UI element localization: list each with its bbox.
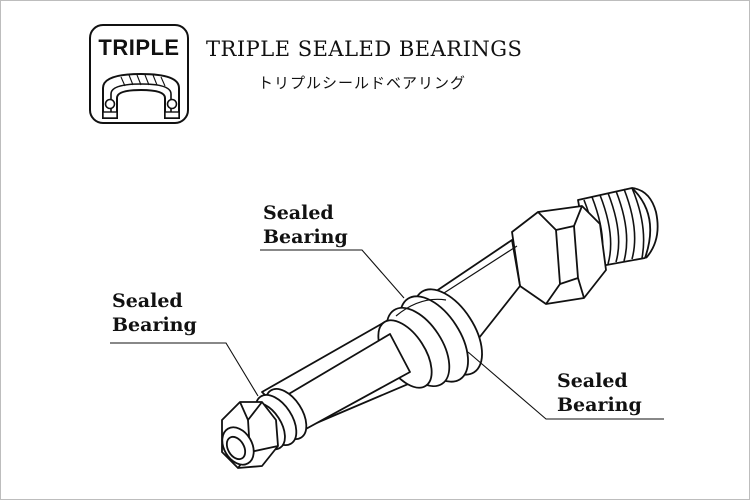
leader-line-left [110,342,259,397]
callout-right: Sealed Bearing [557,369,642,417]
page-title: TRIPLE SEALED BEARINGS [206,37,523,61]
triple-badge: TRIPLE [89,24,189,124]
callout-left-line2: Bearing [112,314,197,336]
badge-label: TRIPLE [98,35,180,60]
hex-nut [511,205,607,305]
callout-left: Sealed Bearing [112,289,197,337]
end-nut [221,401,279,469]
callout-top-line2: Bearing [263,226,348,248]
callout-right-line1: Sealed [557,370,628,392]
leader-line-top [260,249,405,299]
callout-right-line2: Bearing [557,394,642,416]
middle-bearing [377,288,483,389]
leader-line-right [467,351,664,420]
bearing-cross-section-icon [102,72,180,119]
callout-top: Sealed Bearing [263,201,348,249]
callout-left-line1: Sealed [112,290,183,312]
page-subtitle: トリプルシールドベアリング [258,74,467,92]
callout-top-line1: Sealed [263,202,334,224]
